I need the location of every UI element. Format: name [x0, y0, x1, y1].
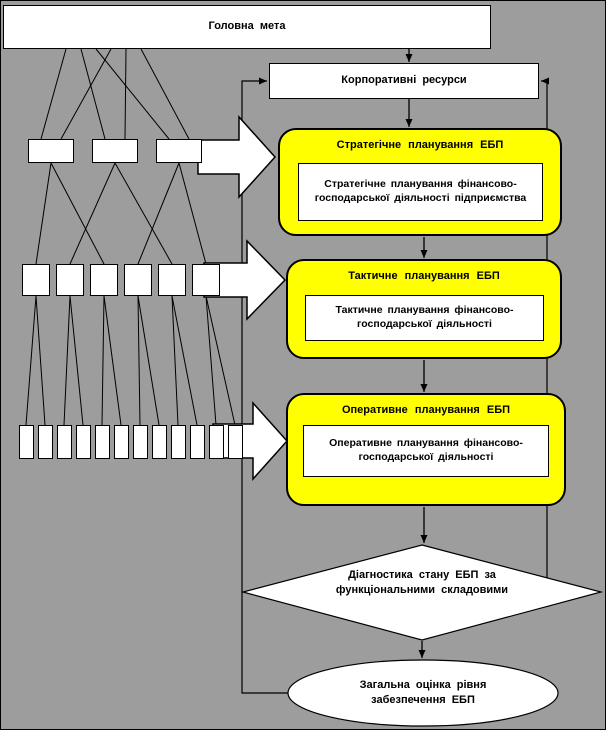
- goal-rect: [92, 139, 138, 163]
- corporate-resources-box: Корпоративні ресурси: [269, 63, 539, 99]
- goal-rect: [19, 425, 34, 459]
- goal-tree-lines: [25, 48, 236, 426]
- goal-rect: [124, 264, 152, 296]
- goal-rect: [76, 425, 91, 459]
- tactical-planning-detail-box: Тактичне планування фінансово-господарсь…: [305, 295, 544, 341]
- goal-rect: [192, 264, 220, 296]
- tactical-planning-detail: Тактичне планування фінансово-господарсь…: [335, 304, 514, 330]
- operative-planning-block: Оперативне планування ЕБП Оперативне пла…: [286, 393, 566, 506]
- diagnostics-label: Діагностика стану ЕБП за функціональними…: [335, 569, 509, 596]
- goal-row-level-1: [28, 139, 202, 163]
- goal-rect: [56, 264, 84, 296]
- goal-rect: [171, 425, 186, 459]
- goal-rect: [90, 264, 118, 296]
- operative-planning-detail: Оперативне планування фінансово-господар…: [329, 437, 523, 463]
- main-goal-label: Головна мета: [208, 20, 286, 33]
- goal-rect: [114, 425, 129, 459]
- operative-planning-title: Оперативне планування ЕБП: [341, 404, 511, 416]
- goal-rect: [57, 425, 72, 459]
- block-arrow-tactical: [203, 239, 287, 321]
- diamond-shape: [240, 544, 604, 641]
- goal-rect: [209, 425, 224, 459]
- tactical-planning-block: Тактичне планування ЕБП Тактичне планува…: [286, 259, 562, 359]
- strategic-planning-detail: Стратегічне планування фінансово-господа…: [314, 178, 527, 204]
- goal-rect: [190, 425, 205, 459]
- goal-rect: [152, 425, 167, 459]
- goal-rect: [228, 425, 243, 459]
- goal-rect: [22, 264, 50, 296]
- feedback-line-left: [241, 77, 288, 694]
- goal-row-level-3: [19, 425, 243, 459]
- operative-planning-detail-box: Оперативне планування фінансово-господар…: [303, 425, 549, 477]
- goal-row-level-2: [22, 264, 220, 296]
- goal-rect: [133, 425, 148, 459]
- goal-rect: [38, 425, 53, 459]
- overall-assessment-label: Загальна оцінка рівня забезпечення ЕБП: [359, 679, 487, 706]
- main-goal-box: Головна мета: [3, 5, 491, 49]
- goal-rect: [156, 139, 202, 163]
- corporate-resources-label: Корпоративні ресурси: [341, 74, 467, 87]
- strategic-planning-title: Стратегічне планування ЕБП: [336, 139, 504, 151]
- block-arrow-strategic: [197, 115, 277, 199]
- goal-rect: [28, 139, 74, 163]
- flow-arrows: [405, 49, 428, 658]
- goal-rect: [158, 264, 186, 296]
- ellipse-shape: [287, 659, 559, 727]
- goal-rect: [95, 425, 110, 459]
- strategic-planning-block: Стратегічне планування ЕБП Стратегічне п…: [278, 128, 562, 236]
- strategic-planning-detail-box: Стратегічне планування фінансово-господа…: [298, 163, 543, 221]
- tactical-planning-title: Тактичне планування ЕБП: [348, 270, 500, 282]
